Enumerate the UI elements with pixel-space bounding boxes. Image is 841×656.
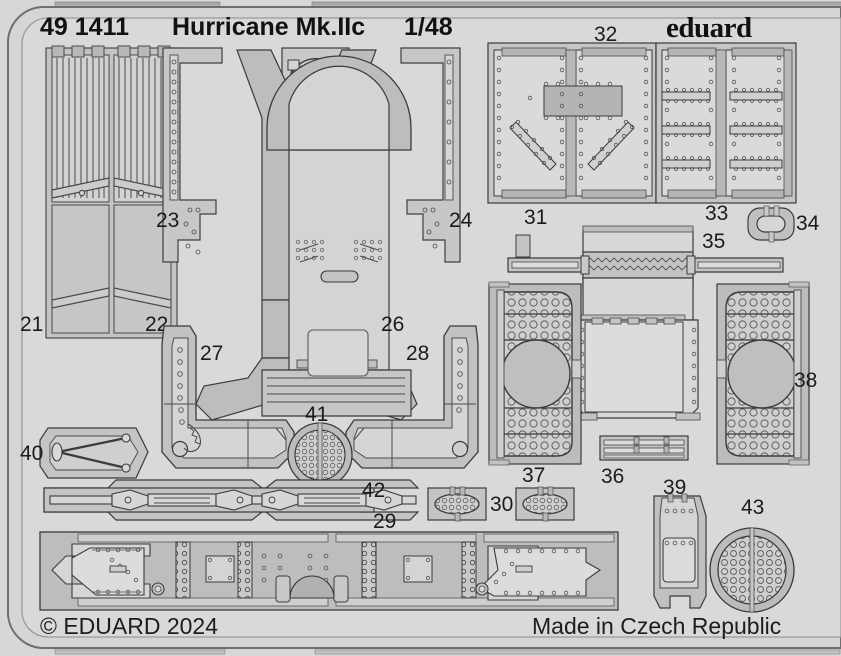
part-label-21: 21 <box>20 313 43 336</box>
part-35-radiator-housing <box>507 225 784 421</box>
part-21-radiator-grille-pair <box>45 45 178 339</box>
part-41-round-mesh-disc <box>287 422 353 488</box>
part-label-22: 22 <box>145 313 168 336</box>
kit-scale: 1/48 <box>404 13 453 41</box>
part-36-slat-strip <box>599 435 689 461</box>
part-label-42: 42 <box>362 479 385 502</box>
part-label-29: 29 <box>373 510 396 533</box>
part-43-round-mesh-disc-large <box>709 527 795 613</box>
part-label-31: 31 <box>524 206 547 229</box>
part-40-triangular-linkage <box>39 427 149 479</box>
part-label-35: 35 <box>702 230 725 253</box>
copyright-notice: © EDUARD 2024 <box>40 613 218 639</box>
part-label-39: 39 <box>663 476 686 499</box>
part-30-small-oval-grilles <box>427 486 575 522</box>
kit-subject: Hurricane Mk.IIc <box>172 13 365 41</box>
part-29-long-fuselage-strip <box>39 531 619 611</box>
part-label-23: 23 <box>156 209 179 232</box>
part-26-seat-armour-bulkhead <box>195 49 418 421</box>
part-label-40: 40 <box>20 442 43 465</box>
brand-logo: eduard <box>666 12 752 44</box>
catalog-number: 49 1411 <box>40 13 129 41</box>
part-24-side-console-right <box>400 47 461 263</box>
part-label-41: 41 <box>305 403 328 426</box>
part-33-ammo-tray-panel <box>655 42 797 204</box>
part-label-37: 37 <box>522 464 545 487</box>
part-label-28: 28 <box>406 342 429 365</box>
part-label-36: 36 <box>601 465 624 488</box>
part-label-27: 27 <box>200 342 223 365</box>
part-label-32: 32 <box>594 23 617 46</box>
origin-notice: Made in Czech Republic <box>532 613 781 639</box>
part-23-side-console-left <box>162 47 223 263</box>
part-label-33: 33 <box>705 202 728 225</box>
part-39-cover-bracket <box>653 493 707 609</box>
part-27-cockpit-sidewall-left <box>161 325 295 469</box>
part-label-26: 26 <box>381 313 404 336</box>
part-42-control-rod-pair <box>43 479 420 521</box>
part-label-43: 43 <box>741 496 764 519</box>
part-label-34: 34 <box>796 212 820 235</box>
part-label-38: 38 <box>794 369 817 392</box>
part-label-30: 30 <box>490 493 513 516</box>
part-37-radiator-mesh-left <box>488 281 582 466</box>
part-31-gun-bay-panel-pair <box>487 42 657 204</box>
part-label-24: 24 <box>449 209 473 232</box>
part-38-radiator-mesh-right <box>716 281 810 466</box>
part-34-oval-vent-plate <box>747 205 795 243</box>
